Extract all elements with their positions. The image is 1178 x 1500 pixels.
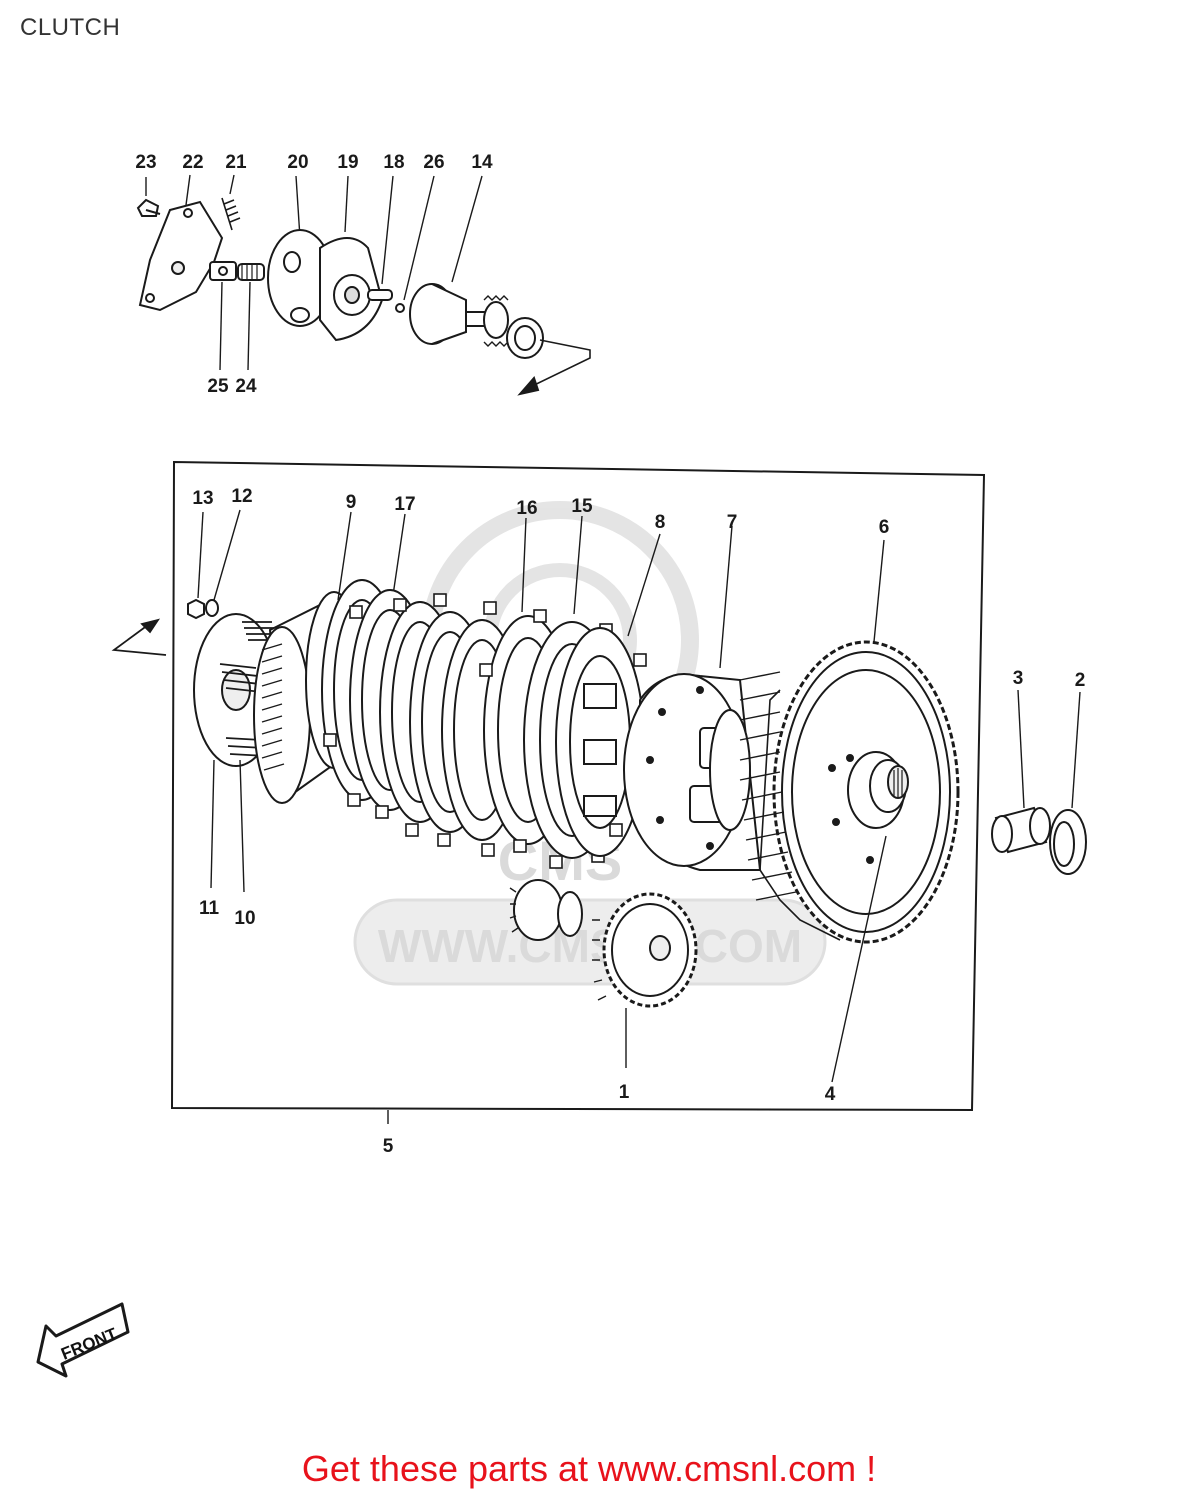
part-4-needle-bearing [831,751,909,1083]
part-2-washer [1049,691,1087,875]
part-22-lever-plate [138,174,224,312]
callout-22: 22 [182,152,203,173]
page-title: CLUTCH [20,14,121,41]
direction-arrow [111,618,167,656]
part-23-screw [136,177,161,217]
callout-8: 8 [655,512,666,533]
callout-3: 3 [1013,668,1024,689]
callout-7: 7 [727,512,738,533]
part-17-plate-stack [321,513,523,857]
clutch-parts [187,509,1087,1083]
part-24-adjust-screw [237,263,265,371]
part-20-cover [267,175,333,327]
callout-12: 12 [231,486,252,507]
watermark-url: WWW.CMSNL.COM [378,920,802,972]
clutch-exploded-diagram: WWW.CMSNL.COM CMS [36,152,1087,1378]
callout-9: 9 [346,492,357,513]
callout-6: 6 [879,517,890,538]
clutch-assembly-frame [170,460,986,1124]
part-3-collar [991,689,1051,854]
part-18-pin [367,175,394,301]
callout-labels: 23 22 21 20 19 18 26 14 25 24 13 12 9 17… [135,152,1085,1157]
callout-16: 16 [516,498,537,519]
callout-11: 11 [199,898,220,919]
callout-10: 10 [234,908,255,929]
part-7-clutch-housing [623,525,762,871]
callout-25: 25 [207,376,229,397]
part-14-push-holder [409,175,544,359]
part-25-adjuster [209,261,237,371]
callout-2: 2 [1075,670,1086,691]
callout-13: 13 [192,488,213,509]
callout-19: 19 [337,152,358,173]
callout-15: 15 [571,496,593,517]
release-mechanism [136,174,591,396]
callout-20: 20 [287,152,308,173]
callout-1: 1 [619,1082,630,1103]
callout-4: 4 [825,1084,836,1105]
callout-17: 17 [394,494,415,515]
footer-cta-link[interactable]: Get these parts at www.cmsnl.com ! [301,1448,877,1489]
front-arrow: FRONT [36,1302,130,1378]
part-12-washer [205,509,241,617]
callout-23: 23 [135,152,156,173]
callout-18: 18 [383,152,404,173]
part-6-primary-gear [739,539,960,944]
part-26-ball [395,175,435,313]
part-19-release-body [319,175,384,342]
callout-26: 26 [423,152,444,173]
part-13-nut [187,511,205,620]
callout-24: 24 [235,376,257,397]
callout-14: 14 [471,152,493,173]
assembly-arrow [517,339,591,396]
part-1-drive-gear [509,879,698,1068]
callout-21: 21 [225,152,247,173]
callout-5: 5 [383,1136,394,1157]
part-21-spring [221,174,241,231]
part-8-inner-hub [555,533,661,857]
